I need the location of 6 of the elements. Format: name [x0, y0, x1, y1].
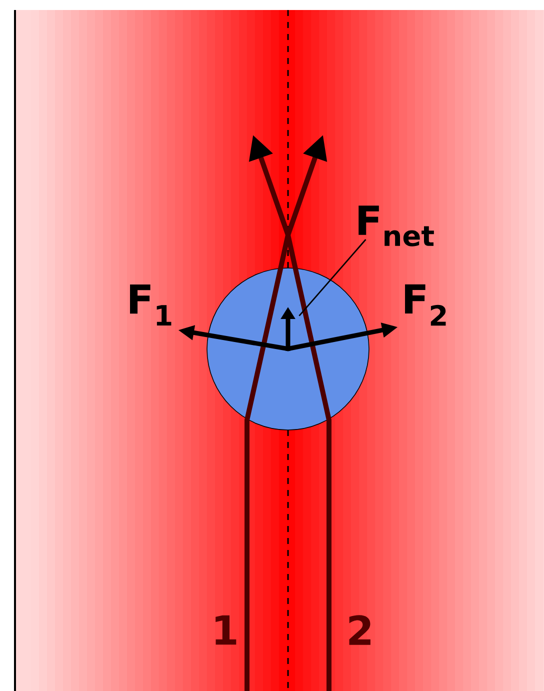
force-label: F$_{2}$ [405, 284, 446, 326]
force-label: F$_{net}$ [358, 206, 434, 246]
beam-number: 2 [349, 615, 370, 645]
leader-line [298, 239, 366, 316]
force-label: F$_{1}$ [130, 284, 172, 326]
beam-number: 1 [216, 615, 236, 645]
